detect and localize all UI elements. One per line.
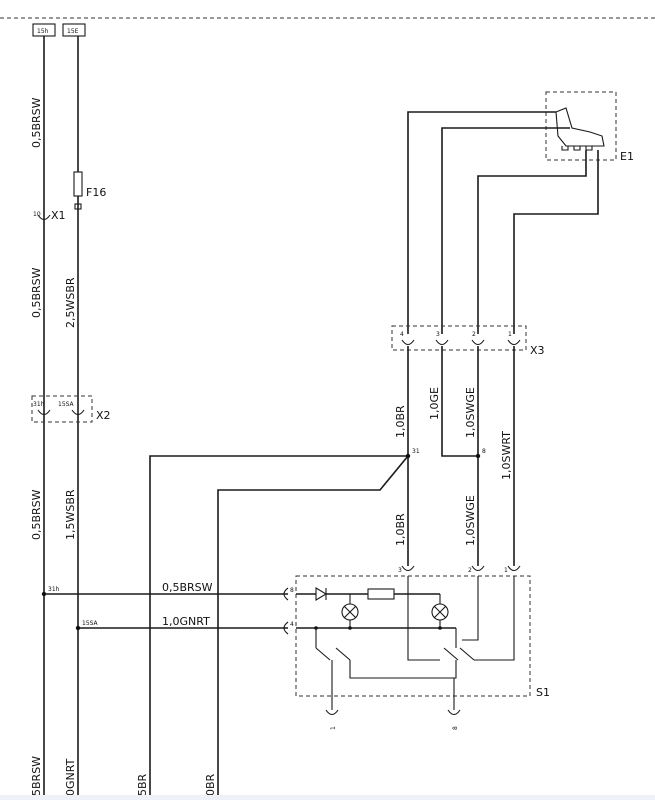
wire-label-second-bottom: 0GNRT — [64, 758, 77, 796]
connector-x2-symbol-left — [37, 409, 51, 416]
wire-label-left-top: 0,5BRSW — [30, 97, 43, 148]
wire-e1-pin1 — [513, 150, 599, 334]
wire-label-fourth-bottom: 0BR — [204, 773, 217, 796]
connector-x3-box — [391, 325, 527, 351]
bottom-edge — [0, 795, 655, 800]
resistor-icon — [367, 588, 395, 600]
s1-pin8-label: 8 — [290, 587, 294, 594]
junction-dot-31h — [41, 591, 47, 597]
wire-label-v3-upper: 1,0SWGE — [464, 387, 477, 438]
wire-third — [149, 455, 408, 800]
wire-label-horiz-bottom: 1,0GNRT — [162, 615, 210, 628]
terminal-box-15e — [62, 23, 86, 37]
terminal-label-15h: 15h — [37, 28, 49, 35]
junction-dot-15sa — [75, 625, 81, 631]
seat-heater-label: E1 — [620, 150, 634, 163]
x3-pin-2: 2 — [472, 331, 476, 338]
s1-node-c — [438, 626, 442, 630]
lamp-2-cross — [433, 605, 447, 619]
connector-x2-left-pin: 31h — [33, 401, 45, 408]
x3-symbol-1 — [507, 339, 521, 346]
junction-dot-31 — [405, 453, 411, 459]
x3-pin-1: 1 — [508, 331, 512, 338]
s1-pin3-symbol — [401, 565, 415, 572]
wire-e1-pin4 — [407, 111, 556, 334]
seat-icon — [555, 107, 605, 147]
wire-label-v2-upper: 1,0GE — [428, 387, 441, 420]
wire-label-v1-upper: 1,0BR — [394, 405, 407, 438]
s1-pin1-symbol — [507, 565, 521, 572]
fuse-f16 — [73, 171, 83, 197]
x3-pin-3: 3 — [436, 331, 440, 338]
wire-label-left-bottom: 5BRSW — [30, 756, 43, 796]
connector-x3-label: X3 — [530, 344, 545, 357]
wire-e1-pin3 — [441, 127, 570, 334]
diode-icon — [315, 587, 328, 601]
connector-x2-right-pin: 15SA — [58, 401, 75, 408]
connector-x2-label: X2 — [96, 409, 111, 422]
wire-label-v4-upper: 1,0SWRT — [500, 431, 513, 480]
s1-pin1-label: 1 — [504, 567, 508, 574]
junction-8-label: 8 — [482, 448, 486, 455]
s1-bottom-pin1-label: 1 — [330, 726, 337, 730]
s1-internal-pin3 — [407, 576, 440, 661]
x3-pin-4: 4 — [400, 331, 404, 338]
connector-x1-pin: 10 — [33, 211, 41, 218]
x3-symbol-3 — [435, 339, 449, 346]
junction-dot-8 — [475, 453, 481, 459]
junction-31h-label: 31h — [48, 586, 60, 593]
wire-fourth — [217, 455, 409, 800]
s1-pin4-label: 4 — [290, 621, 294, 628]
heating-element-icon — [561, 146, 593, 151]
s1-contact-right-1 — [443, 647, 459, 661]
wire-label-third-bottom: 5BR — [136, 773, 149, 796]
s1-pin4-symbol — [283, 621, 289, 635]
wire-label-second-low: 1,5WSBR — [64, 489, 77, 540]
lamp-1-cross — [343, 605, 357, 619]
s1-internal-pin2 — [462, 576, 479, 641]
seat-heater-box — [545, 91, 617, 161]
connector-x1-label: X1 — [51, 209, 66, 222]
x3-symbol-2 — [471, 339, 485, 346]
s1-bottom-pin2-label: 8 — [452, 726, 459, 730]
wire-label-left-mid: 0,5BRSW — [30, 267, 43, 318]
s1-node-b — [348, 626, 352, 630]
s1-bottom-pin2-symbol — [447, 709, 461, 716]
switch-s1-box — [295, 575, 531, 697]
terminal-label-15e: 15E — [67, 28, 79, 35]
switch-s1-label: S1 — [536, 686, 550, 699]
wire-label-left-low: 0,5BRSW — [30, 489, 43, 540]
wire-x3-pin3-down — [441, 346, 478, 457]
wire-label-second-mid: 2,5WSBR — [64, 277, 77, 328]
junction-15sa-label: 15SA — [82, 620, 99, 627]
wire-label-horiz-top: 0,5BRSW — [162, 581, 213, 594]
s1-contact-link — [349, 660, 457, 679]
connector-x1-symbol — [37, 214, 51, 221]
wire-label-v3-lower: 1,0SWGE — [464, 495, 477, 546]
s1-contact-right-2 — [459, 647, 475, 661]
wire-e1-pin2 — [477, 150, 587, 334]
s1-internal-pin1 — [474, 576, 515, 661]
junction-31-label: 31 — [412, 448, 420, 455]
wire-label-v1-lower: 1,0BR — [394, 513, 407, 546]
s1-contact-left-1 — [315, 647, 331, 661]
s1-pin2-symbol — [471, 565, 485, 572]
s1-pin2-label: 2 — [468, 567, 472, 574]
connector-x2-box — [31, 395, 93, 423]
connector-x2-symbol-right — [71, 409, 85, 416]
fuse-label: F16 — [86, 186, 106, 199]
s1-pin8-symbol — [283, 587, 289, 601]
s1-contact-left-2 — [335, 647, 351, 661]
s1-bottom-pin1-symbol — [325, 709, 339, 716]
s1-pin3-label: 3 — [398, 567, 402, 574]
x3-symbol-4 — [401, 339, 415, 346]
